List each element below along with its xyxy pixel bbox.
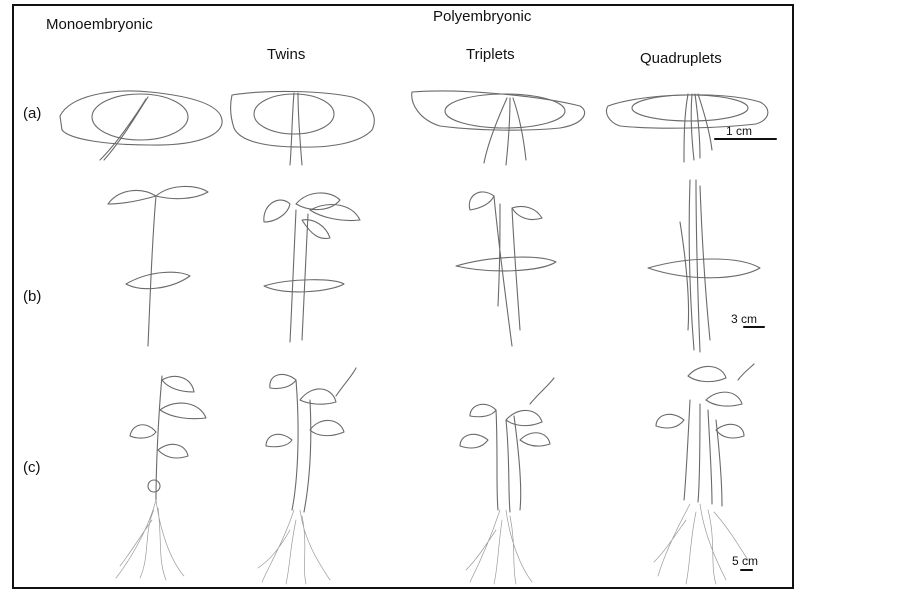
figure-frame — [12, 4, 794, 589]
scale-label-3cm: 3 cm — [731, 312, 758, 326]
column-quadruplets: Quadruplets — [640, 50, 722, 67]
header-monoembryonic: Monoembryonic — [46, 16, 153, 33]
seedling-twins — [263, 192, 361, 343]
seed-quadruplets — [605, 93, 769, 163]
scale-label-1cm: 1 cm — [726, 124, 753, 138]
row-label-a: (a) — [23, 105, 42, 122]
seedling-quadruplets — [647, 179, 761, 353]
seedling-triplets — [455, 191, 557, 347]
header-polyembryonic: Polyembryonic — [433, 8, 532, 25]
column-triplets: Triplets — [466, 46, 515, 63]
plant-triplets — [459, 377, 555, 585]
row-label-c: (c) — [23, 459, 41, 476]
column-twins: Twins — [267, 46, 306, 63]
seed-monoembryonic — [59, 90, 223, 161]
seed-triplets — [411, 90, 586, 166]
scale-label-5cm: 5 cm — [732, 554, 759, 568]
plant-quadruplets — [653, 363, 755, 585]
seedling-monoembryonic — [107, 185, 209, 347]
seed-twins — [230, 90, 375, 166]
plant-monoembryonic — [115, 375, 207, 581]
row-label-b: (b) — [23, 288, 42, 305]
plant-twins — [257, 367, 357, 585]
